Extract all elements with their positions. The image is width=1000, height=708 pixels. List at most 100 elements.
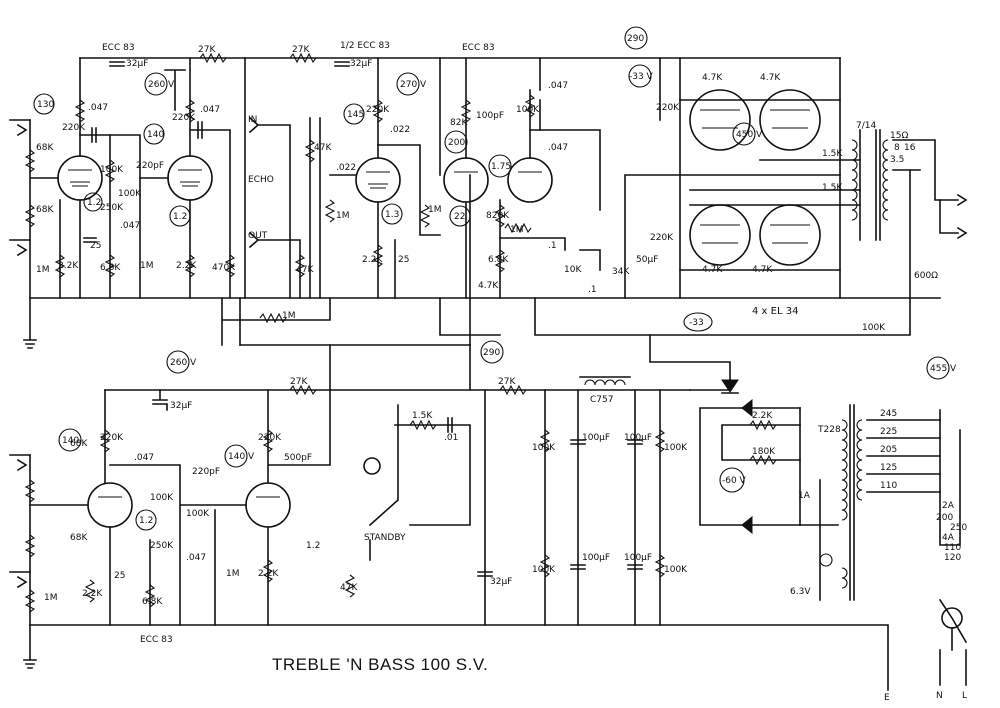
cap-047-f: .047 — [134, 453, 154, 463]
resistor-68k-b: 68K — [36, 205, 54, 215]
resistor-2-2k-c: 2.2K — [362, 255, 383, 265]
resistor-2-2k-d: 2.2K — [82, 589, 103, 599]
voltage-bubble-260-top: 260 V — [144, 72, 175, 96]
ht-rail-top — [79, 57, 841, 176]
voltage-bubble-145: 145 — [343, 103, 365, 125]
label-16-ohm: 16 — [904, 143, 916, 153]
input-jacks-top[interactable] — [9, 119, 31, 257]
resistor-100k-c: 100K — [516, 105, 540, 115]
voltage-bubble-neg33-bus: -33 — [683, 312, 713, 332]
heater-winding-mark — [819, 553, 833, 567]
cap-100uf-b: 100µF — [582, 553, 610, 563]
label-8-ohm: 8 — [894, 143, 900, 153]
label-tap-110: 110 — [880, 481, 897, 491]
mains-fuse-holder[interactable] — [938, 598, 968, 651]
schematic-title: TREBLE 'N BASS 100 S.V. — [272, 655, 488, 674]
cap-100pf: 100pF — [476, 111, 504, 121]
resistor-68k-c: 68K — [70, 439, 88, 449]
label-600-ohm: 600Ω — [914, 271, 938, 281]
voltage-bubble-neg33-top: -33 V — [628, 64, 654, 88]
ground-rail-preamp — [23, 297, 941, 691]
cap-01-b: .1 — [588, 285, 597, 295]
echo-jack-out[interactable] — [248, 231, 260, 249]
voltage-bubble-270: 270 V — [396, 72, 427, 96]
standby-switch[interactable] — [363, 404, 471, 561]
cap-25-a: 25 — [90, 241, 101, 251]
svg-text:-33 V: -33 V — [629, 72, 654, 82]
cap-500pf: 500pF — [284, 453, 312, 463]
cap-32uf-d: 32µF — [490, 577, 512, 587]
pot-250k-b: 250K — [150, 541, 174, 551]
svg-text:140 V: 140 V — [228, 452, 255, 462]
cap-047-e: .047 — [548, 143, 568, 153]
speaker-jacks[interactable] — [939, 193, 968, 240]
echo-jack-in[interactable] — [248, 116, 260, 134]
voltage-bubble-neg60: -60 V — [719, 467, 747, 493]
svg-text:1.2: 1.2 — [87, 198, 101, 208]
resistor-6-8k-c: 6.8K — [142, 597, 163, 607]
power-stage-frame — [624, 57, 861, 299]
cap-022-a: .022 — [336, 163, 356, 173]
label-earth: E — [884, 693, 890, 703]
svg-text:260 V: 260 V — [148, 80, 175, 90]
cap-32uf-b: 32µF — [350, 59, 372, 69]
voltage-bubble-260-bottom: 260 V — [166, 350, 197, 374]
rectifier-diodes — [689, 379, 801, 535]
voltage-bubble-1-2-a: 1.2 — [83, 192, 103, 212]
label-standby: STANDBY — [364, 533, 406, 543]
resistor-2-2k-b: 2.2K — [176, 261, 197, 271]
resistor-100k-e: 100K — [186, 509, 210, 519]
tube-label-4x-el34: 4 x EL 34 — [752, 306, 798, 317]
label-3-5-ohm: 3.5 — [890, 155, 904, 165]
resistor-zigzag-echo — [259, 99, 384, 324]
cap-01-a: .1 — [548, 241, 557, 251]
el34-tube-1 — [689, 89, 751, 151]
resistor-6-8k-a: 6.8K — [100, 263, 121, 273]
pot-10k: 10K — [564, 265, 582, 275]
resistor-27k-b: 27K — [292, 45, 310, 55]
choke-c757 — [579, 376, 631, 386]
resistor-68k-d: 68K — [70, 533, 88, 543]
output-transformer — [851, 129, 959, 241]
cap-022-b: .022 — [390, 125, 410, 135]
label-15-ohm: 15Ω — [890, 131, 908, 141]
pot-1m-a: 1M — [140, 261, 154, 271]
cap-50uf: 50µF — [636, 255, 658, 265]
resistor-4-7k-d: 4.7K — [752, 265, 773, 275]
pot-250k-a: 250K — [100, 203, 124, 213]
label-tap-225: 225 — [880, 427, 897, 437]
svg-text:1.2: 1.2 — [139, 516, 153, 526]
voltage-bubble-1-75: 1.75 — [488, 154, 512, 178]
resistor-27k-a: 27K — [198, 45, 216, 55]
resistor-100k-d: 100K — [150, 493, 174, 503]
cap-01-slave-mark — [447, 417, 453, 433]
psu-filter-network — [477, 384, 666, 626]
voltage-bubble-130: 130 — [33, 93, 55, 115]
svg-text:260 V: 260 V — [170, 358, 197, 368]
label-sel-200: 200 — [936, 513, 953, 523]
pot-1m-lower: 1M — [226, 569, 240, 579]
cap-01-slave: .01 — [444, 433, 458, 443]
mains-transformer — [799, 404, 961, 601]
resistor-82k: 82K — [450, 118, 468, 128]
resistor-1-5k-a: 1.5K — [822, 149, 843, 159]
resistor-820k: 820K — [486, 211, 510, 221]
cap-047-a: .047 — [88, 103, 108, 113]
label-echo-in: IN — [248, 115, 257, 125]
cap-25-c: 25 — [114, 571, 125, 581]
svg-text:200: 200 — [448, 138, 465, 148]
input-jacks-bottom[interactable] — [9, 454, 31, 589]
resistor-1m-e: 1M — [510, 225, 524, 235]
tube-label-half-ecc83: 1/2 ECC 83 — [340, 41, 390, 51]
cap-047-lower: .047 — [186, 553, 206, 563]
svg-text:130: 130 — [37, 100, 54, 110]
resistor-47k-b: 47K — [296, 265, 314, 275]
capacitor-marks-top — [83, 61, 350, 243]
voltage-bubble-1-3: 1.3 — [381, 203, 403, 225]
el34-tube-3 — [689, 204, 751, 266]
cap-047-d: .047 — [548, 81, 568, 91]
resistor-220k-d: 220K — [650, 233, 674, 243]
cap-047-b: .047 — [200, 105, 220, 115]
svg-text:1.2: 1.2 — [173, 212, 187, 222]
